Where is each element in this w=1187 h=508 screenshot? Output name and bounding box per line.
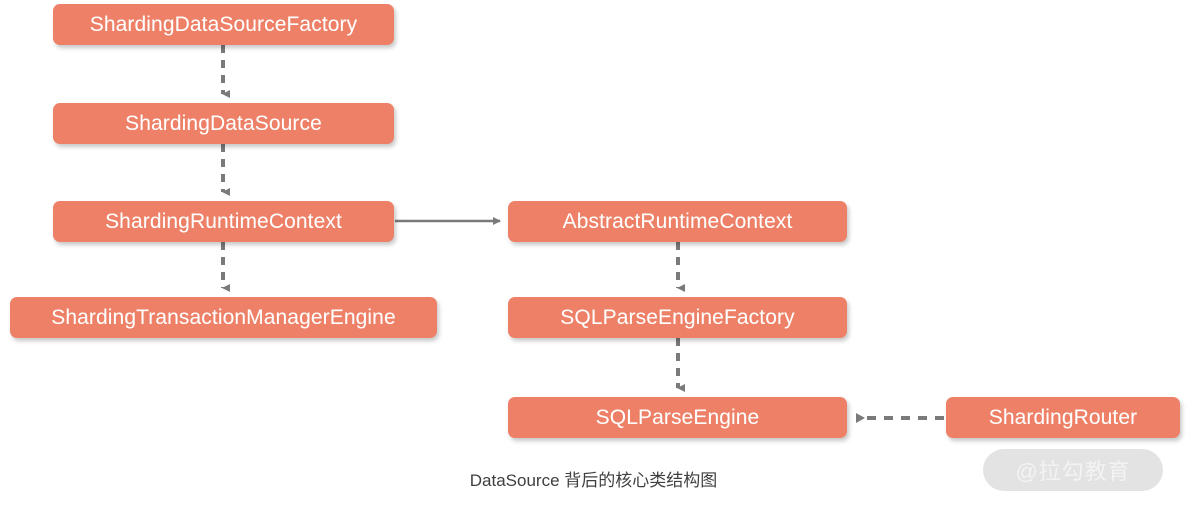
diagram-caption: DataSource 背后的核心类结构图 <box>469 471 718 490</box>
node-label: ShardingRouter <box>988 405 1138 429</box>
node-sharding-data-source[interactable]: ShardingDataSource <box>53 103 394 144</box>
node-label: ShardingDataSource <box>125 111 322 135</box>
node-label: SQLParseEngine <box>595 405 760 429</box>
node-label: AbstractRuntimeContext <box>562 209 793 233</box>
watermark-badge: @拉勾教育 <box>983 449 1163 491</box>
node-sql-parse-engine-factory[interactable]: SQLParseEngineFactory <box>508 297 847 338</box>
node-sharding-runtime-context[interactable]: ShardingRuntimeContext <box>53 201 394 242</box>
node-sharding-data-source-factory[interactable]: ShardingDataSourceFactory <box>53 4 394 45</box>
node-label: ShardingDataSourceFactory <box>89 12 358 36</box>
node-abstract-runtime-context[interactable]: AbstractRuntimeContext <box>508 201 847 242</box>
node-sharding-router[interactable]: ShardingRouter <box>946 397 1180 438</box>
node-sharding-transaction-manager-engine[interactable]: ShardingTransactionManagerEngine <box>10 297 437 338</box>
watermark-text: @拉勾教育 <box>1015 459 1131 484</box>
node-label: ShardingTransactionManagerEngine <box>51 305 396 329</box>
node-label: SQLParseEngineFactory <box>560 305 795 329</box>
node-label: ShardingRuntimeContext <box>105 209 342 233</box>
node-sql-parse-engine[interactable]: SQLParseEngine <box>508 397 847 438</box>
